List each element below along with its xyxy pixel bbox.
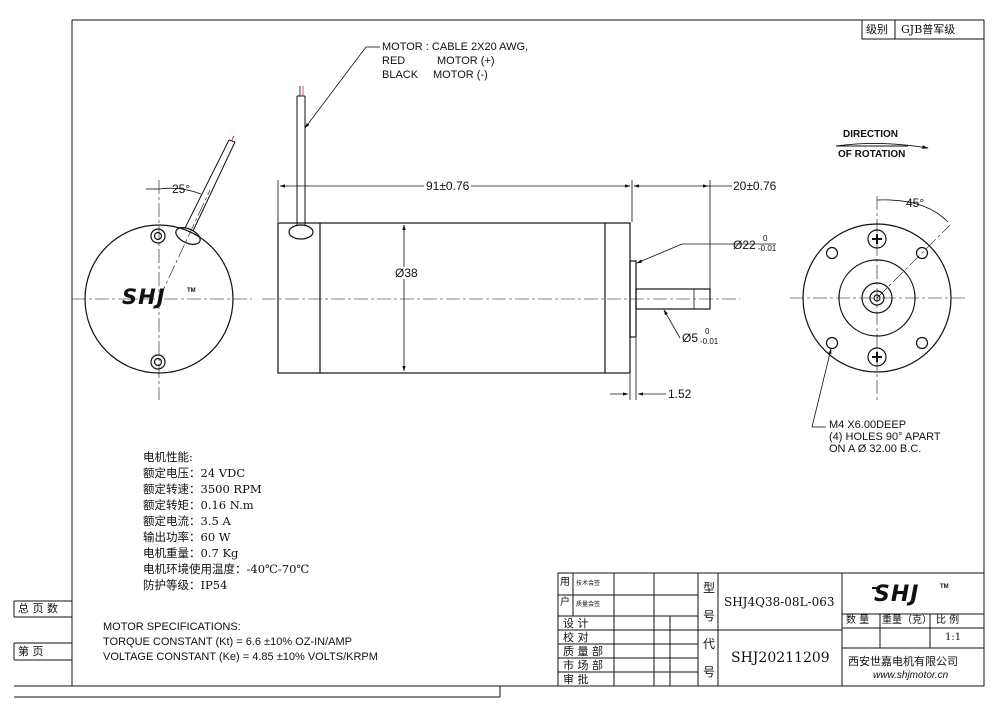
code-value: SHJ20211209 [731, 650, 830, 666]
dim-body-length: 91±0.76 [424, 179, 472, 193]
direction-label: DIRECTION [843, 129, 898, 140]
holes-note-line3: ON A Ø 32.00 B.C. [829, 443, 922, 455]
performance-row: 电机环境使用温度：-40℃-70℃ [143, 562, 310, 576]
rear-end-view [84, 135, 236, 374]
cable-note-black-desc: MOTOR (-) [433, 69, 488, 81]
page-number-label: 第 页 [18, 645, 44, 658]
rear-screw-bottom [150, 354, 166, 370]
dim-shaft-length: 20±0.76 [733, 179, 777, 193]
grade-label: 级别 [866, 23, 888, 36]
quality-sign-label: 质量会签 [576, 601, 601, 608]
motor-side-view [277, 86, 711, 374]
model-label-2: 号 [703, 609, 716, 623]
company-website: www.shjmotor.cn [873, 670, 949, 681]
performance-row: 额定转矩：0.16 N.m [143, 498, 254, 512]
holes-leader [811, 348, 832, 428]
mount-hole-2 [915, 246, 929, 260]
approve-label: 审 批 [563, 673, 589, 686]
company-name: 西安世嘉电机有限公司 [848, 655, 958, 668]
quantity-label: 数 量 [846, 615, 870, 626]
title-block-logo-tm: TM [940, 584, 949, 590]
side-dimensions [277, 180, 776, 400]
check-label: 校 对 [563, 631, 589, 644]
cable-note-red: RED [382, 55, 406, 67]
title-block-logo: SHJ [874, 582, 920, 607]
performance-row: 防护等级：IP54 [143, 578, 228, 592]
cable-grommet [288, 224, 314, 240]
weight-label: 重量（克） [882, 615, 932, 626]
tech-sign-label: 技术会签 [576, 580, 601, 587]
motor-specs-torque: TORQUE CONSTANT (Kt) = 6.6 ±10% OZ-IN/AM… [103, 636, 352, 648]
angle-45-label: 45° [906, 196, 925, 210]
quality-dept-label: 质 量 部 [563, 645, 603, 658]
dim-pilot-tol-lower: -0.01 [758, 244, 777, 253]
dim-body-diameter: Ø38 [395, 266, 418, 280]
motor-body [277, 222, 631, 374]
motor-specs-voltage: VOLTAGE CONSTANT (Ke) = 4.85 ±10% VOLTS/… [103, 651, 378, 663]
rear-screw-top [150, 228, 166, 244]
cable-note-line1: MOTOR : CABLE 2X20 AWG, [382, 41, 529, 53]
dim-angle-45 [876, 199, 949, 223]
user-label: 用 [560, 577, 570, 588]
dim-pilot-diameter: Ø22 [733, 238, 756, 252]
dim-flange-thickness: 1.52 [668, 387, 692, 401]
direction-label-2: OF ROTATION [838, 149, 906, 160]
design-label: 设 计 [563, 617, 589, 630]
holes-note-line2: (4) HOLES 90° APART [829, 431, 941, 443]
model-label: 型 [703, 581, 716, 595]
ratio-label: 比 例 [936, 615, 960, 626]
performance-row: 额定电压：24 VDC [143, 466, 246, 480]
dim-pilot-tol-upper: 0 [763, 234, 768, 243]
mount-hole-3 [825, 336, 839, 350]
motor-specs-heading: MOTOR SPECIFICATIONS: [103, 621, 241, 633]
performance-row: 额定转速：3500 RPM [143, 482, 262, 496]
cable-note-leader [304, 46, 380, 129]
rear-cable-grommet [175, 227, 201, 245]
rear-cap-logo-tm: TM [187, 288, 196, 294]
mount-hole-4 [915, 336, 929, 350]
performance-row: 输出功率：60 W [143, 530, 231, 544]
dim-shaft-diameter: Ø5 [682, 331, 699, 345]
title-block-grid [557, 572, 985, 687]
grade-value: GJB普军级 [901, 23, 956, 36]
dim-shaft-tol-lower: -0.01 [700, 337, 719, 346]
code-label: 代 [703, 637, 716, 651]
code-label-2: 号 [703, 665, 716, 679]
cable-note-red-desc: MOTOR (+) [437, 55, 495, 67]
performance-row: 电机重量：0.7 Kg [143, 546, 239, 560]
angle-25-label: 25° [172, 182, 191, 196]
market-dept-label: 市 场 部 [563, 659, 603, 672]
holes-note-line1: M4 X6.00DEEP [829, 419, 907, 431]
ratio-value: 1:1 [945, 632, 962, 643]
grade-box [861, 19, 985, 40]
model-value: SHJ4Q38-08L-063 [724, 595, 835, 609]
dim-angle-25 [146, 187, 202, 195]
cable-note-black: BLACK [382, 69, 419, 81]
rear-cap-logo: SHJ [122, 285, 166, 309]
rotation-arrow [835, 142, 929, 149]
front-center-lines [790, 196, 966, 400]
performance-heading: 电机性能: [143, 450, 193, 464]
user-label-2: 户 [560, 597, 570, 608]
performance-row: 额定电流：3.5 A [143, 514, 231, 528]
mount-hole-1 [825, 246, 839, 260]
dim-shaft-tol-upper: 0 [705, 327, 710, 336]
total-pages-label: 总 页 数 [18, 602, 58, 615]
rear-center-lines [72, 180, 252, 400]
